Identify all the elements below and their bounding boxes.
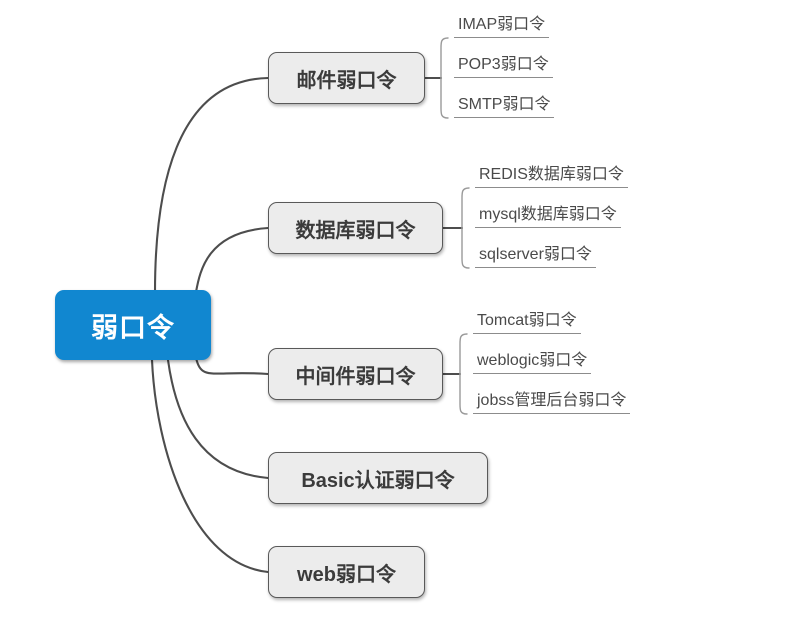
connector-root-to-branch-2 bbox=[194, 226, 270, 294]
leaf-node-imap-label: IMAP弱口令 bbox=[454, 10, 550, 38]
branch-node-web[interactable]: web弱口令 bbox=[268, 546, 425, 598]
leaf-node-sqlserver-label: sqlserver弱口令 bbox=[475, 240, 596, 268]
branch-node-database[interactable]: 数据库弱口令 bbox=[268, 202, 443, 254]
branch-node-mail-label: 邮件弱口令 bbox=[296, 69, 397, 92]
branch-node-middleware[interactable]: 中间件弱口令 bbox=[268, 348, 443, 400]
leaf-node-tomcat-label: Tomcat弱口令 bbox=[473, 306, 581, 334]
connector-root-to-branch-5 bbox=[150, 358, 270, 574]
leaf-node-tomcat[interactable]: Tomcat弱口令 bbox=[473, 306, 581, 334]
bracket-branch-3 bbox=[459, 333, 468, 415]
leaf-node-mysql[interactable]: mysql数据库弱口令 bbox=[475, 200, 621, 228]
connector-root-to-branch-1 bbox=[153, 76, 270, 294]
leaf-node-pop3-label: POP3弱口令 bbox=[454, 50, 553, 78]
leaf-node-mysql-label: mysql数据库弱口令 bbox=[475, 200, 621, 228]
leaf-node-smtp-label: SMTP弱口令 bbox=[454, 90, 555, 118]
branch-node-middleware-label: 中间件弱口令 bbox=[295, 365, 416, 388]
leaf-node-redis-label: REDIS数据库弱口令 bbox=[475, 160, 628, 188]
leaf-node-imap[interactable]: IMAP弱口令 bbox=[454, 10, 550, 38]
branch-node-basic-auth-label: Basic认证弱口令 bbox=[301, 469, 455, 492]
root-node-label: 弱口令 bbox=[91, 312, 175, 343]
leaf-node-weblogic-label: weblogic弱口令 bbox=[473, 346, 592, 374]
root-node[interactable]: 弱口令 bbox=[55, 290, 211, 360]
leaf-node-jobss-label: jobss管理后台弱口令 bbox=[473, 386, 631, 414]
leaf-node-smtp[interactable]: SMTP弱口令 bbox=[454, 90, 555, 118]
bracket-branch-1 bbox=[440, 37, 449, 119]
branch-node-database-label: 数据库弱口令 bbox=[295, 219, 416, 242]
branch-node-basic-auth[interactable]: Basic认证弱口令 bbox=[268, 452, 488, 504]
leaf-node-jobss[interactable]: jobss管理后台弱口令 bbox=[473, 386, 631, 414]
leaf-node-pop3[interactable]: POP3弱口令 bbox=[454, 50, 553, 78]
leaf-node-weblogic[interactable]: weblogic弱口令 bbox=[473, 346, 592, 374]
bracket-branch-2 bbox=[461, 187, 470, 269]
branch-node-mail[interactable]: 邮件弱口令 bbox=[268, 52, 425, 104]
connector-root-to-branch-4 bbox=[166, 358, 270, 480]
connector-root-to-branch-3 bbox=[194, 356, 270, 376]
branch-node-web-label: web弱口令 bbox=[297, 563, 396, 586]
leaf-node-sqlserver[interactable]: sqlserver弱口令 bbox=[475, 240, 596, 268]
leaf-node-redis[interactable]: REDIS数据库弱口令 bbox=[475, 160, 628, 188]
